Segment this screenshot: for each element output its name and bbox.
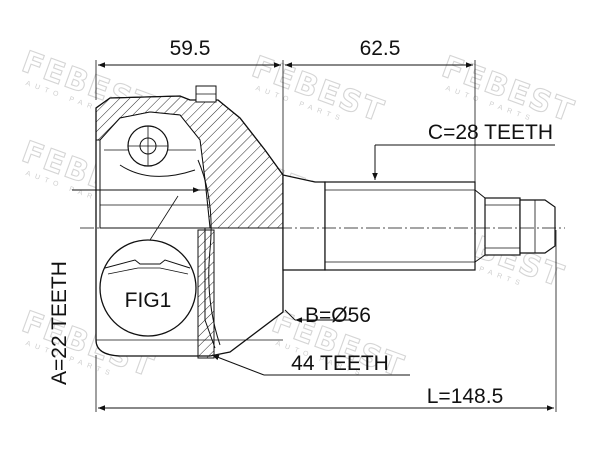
fig1-label: FIG1 [125,289,172,312]
dimension-lines [95,60,557,412]
dim-left-length: 59.5 [170,37,211,60]
abs-ring [197,229,215,359]
cv-joint-shaft [282,174,556,271]
spline-a-label: A=22 TEETH [48,261,71,385]
spline-c-label: C=28 TEETH [428,121,553,144]
abs-teeth-label: 44 TEETH [291,352,389,375]
fig1-detail [99,239,197,337]
diameter-label: B=Ø56 [305,304,371,327]
leader-lines [72,144,555,376]
total-length-label: L=148.5 [427,385,504,408]
dim-right-length: 62.5 [360,37,401,60]
